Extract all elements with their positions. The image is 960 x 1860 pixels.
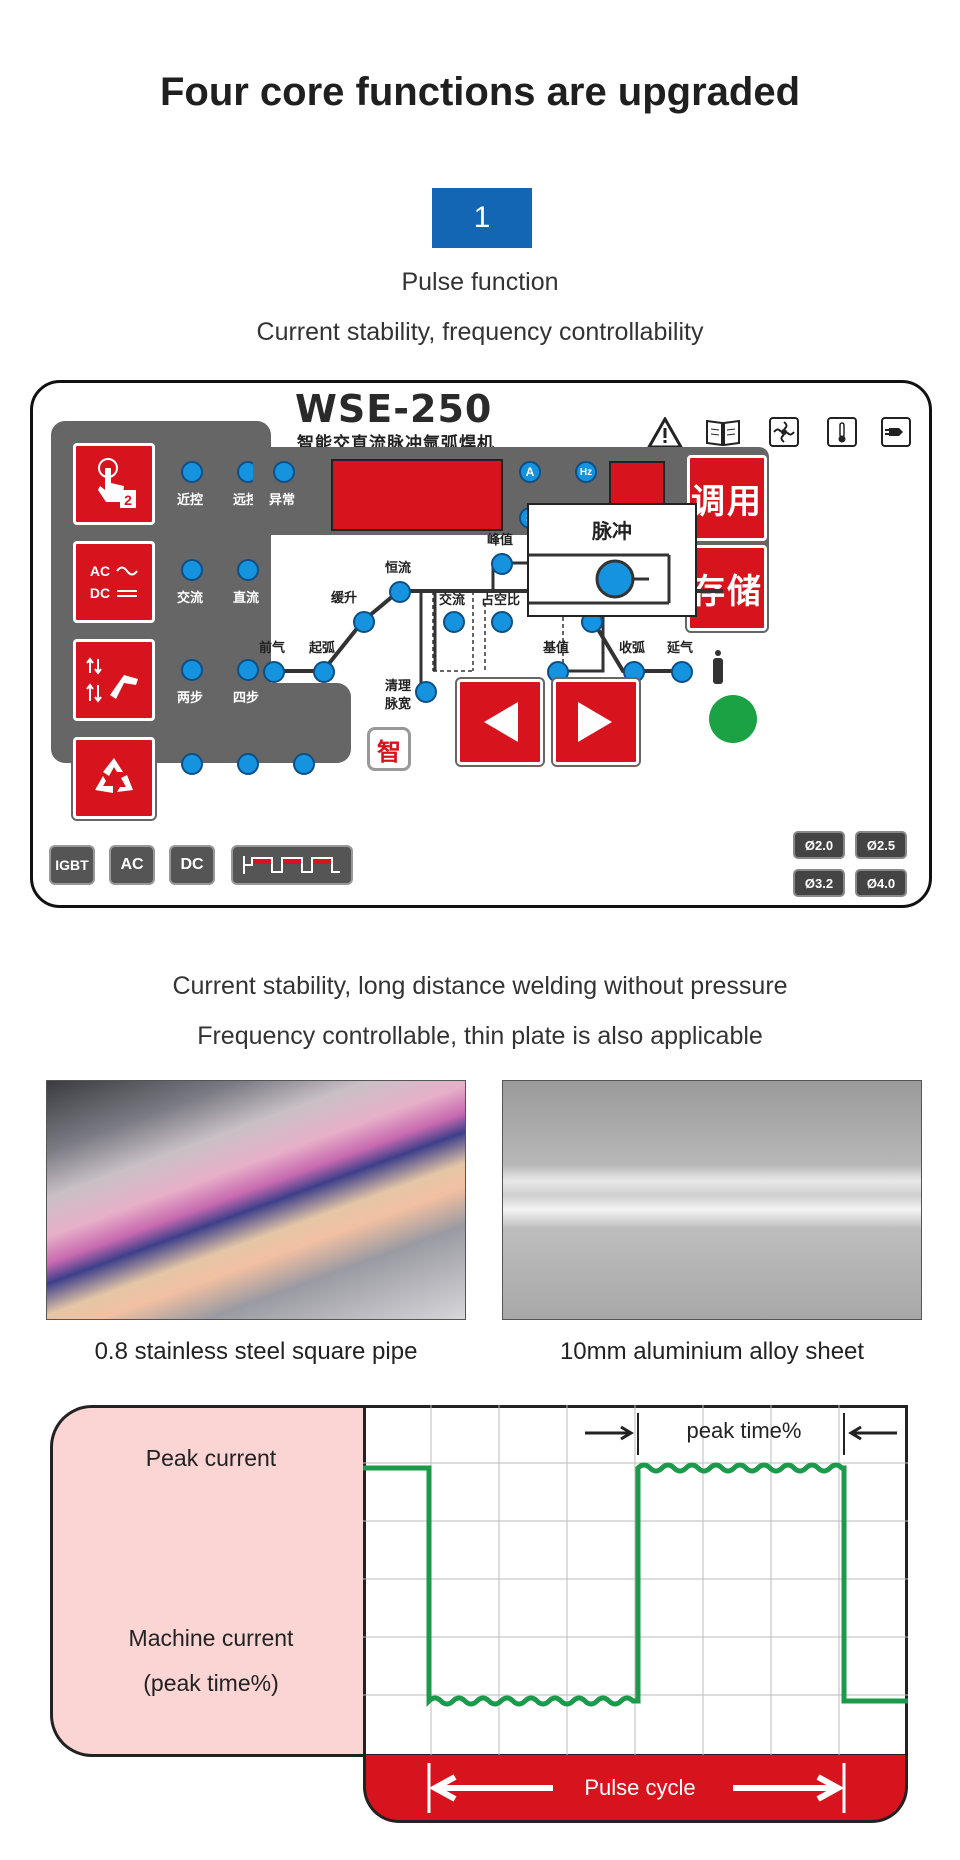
clean-width-led	[415, 681, 437, 703]
two-step-led	[181, 659, 203, 681]
post-gas-led	[671, 661, 693, 683]
step-number-badge: 1	[432, 188, 532, 248]
benefit-line-1: Current stability, long distance welding…	[172, 972, 788, 1000]
constant-current-label: 恒流	[177, 784, 204, 799]
ac-label: AC	[89, 563, 111, 579]
arc-end-label: 收弧	[619, 640, 646, 655]
diagram-label-area	[50, 1405, 366, 1757]
constant-label: 恒流	[385, 560, 412, 575]
photo-caption-2: 10mm aluminium alloy sheet	[559, 1338, 865, 1365]
pulse-waveform-grid	[363, 1405, 908, 1757]
page-headline: Four core functions are upgraded	[159, 70, 801, 114]
dc-led	[237, 559, 259, 581]
adjust-knob[interactable]	[709, 695, 757, 743]
unit-hz-indicator: Hz	[575, 461, 597, 483]
pulse-cycle-label: Pulse cycle	[584, 1775, 696, 1800]
ac-led	[181, 559, 203, 581]
store-button[interactable]: 存储	[687, 545, 767, 631]
ac-mode-label: 交流	[177, 590, 204, 605]
post-gas-label: 延气	[667, 640, 694, 655]
arc-start-label: 起弧	[309, 640, 336, 655]
torch-trigger-icon	[86, 657, 138, 703]
pulse-wave-tab	[231, 845, 353, 885]
four-step-led	[237, 659, 259, 681]
function-subtitle: Current stability, frequency controllabi…	[256, 318, 704, 346]
dc-tab: DC	[169, 845, 215, 885]
function-title: Pulse function	[401, 268, 559, 296]
duty-label: 占空比	[481, 592, 521, 607]
unit-a-indicator: A	[519, 461, 541, 483]
arrow-right-icon	[578, 702, 612, 742]
base-label: 基值	[543, 640, 570, 655]
dc-label: DC	[89, 585, 111, 601]
peak-time-label: peak time%	[686, 1418, 802, 1443]
pulse-wave-icon	[243, 856, 340, 874]
pulse-zoom-popup: 脉冲	[527, 503, 697, 617]
diameter-2-5-button[interactable]: Ø2.5	[855, 831, 907, 859]
thermometer-icon	[827, 417, 857, 452]
aluminium-weld-photo	[502, 1080, 922, 1320]
svg-text:2: 2	[124, 492, 132, 508]
arc-start-led	[313, 661, 335, 683]
peak-current-label: Peak current	[145, 1445, 277, 1471]
smart-mode-button[interactable]: 智	[367, 727, 411, 771]
ac-wave-icon	[116, 566, 138, 576]
pulse-cycle-arrows	[427, 1763, 846, 1813]
anomaly-label: 异常	[269, 492, 296, 507]
ac-dc-button[interactable]: AC DC	[73, 541, 155, 623]
remote-control-label: 远控	[233, 492, 260, 507]
stick-weld-label: 电焊	[289, 784, 316, 799]
dc-mode-label: 直流	[233, 590, 260, 605]
model-name: WSE-250	[295, 387, 493, 431]
photo-caption-1: 0.8 stainless steel square pipe	[94, 1338, 418, 1365]
remote-control-button[interactable]: 2	[73, 443, 155, 525]
ac-freq-label: 交流	[439, 592, 466, 607]
two-step-label: 两步	[177, 690, 204, 705]
duty-led	[491, 611, 513, 633]
output-plug-icon	[881, 417, 911, 452]
arrow-left-icon	[484, 702, 518, 742]
stainless-steel-weld-photo	[46, 1080, 466, 1320]
benefit-line-2: Frequency controllable, thin plate is al…	[197, 1022, 763, 1050]
dc-line-icon	[117, 590, 138, 597]
torch-mode-button[interactable]	[73, 639, 155, 721]
right-arrow-button[interactable]	[553, 679, 639, 765]
slow-rise-label: 缓升	[331, 590, 358, 605]
peak-label: 峰值	[487, 532, 514, 547]
manual-book-icon	[705, 417, 741, 452]
recycle-function-button[interactable]	[73, 737, 155, 819]
popup-pulse-label: 脉冲	[592, 521, 632, 543]
diameter-3-2-button[interactable]: Ø3.2	[793, 869, 845, 897]
popup-pulse-led-zoom	[529, 553, 671, 605]
gas-bottle-icon	[711, 649, 725, 690]
diameter-2-0-button[interactable]: Ø2.0	[793, 831, 845, 859]
pre-gas-led	[263, 661, 285, 683]
machine-current-sub-label: (peak time%)	[143, 1670, 279, 1696]
clean-label: 清理	[385, 678, 412, 693]
recall-button[interactable]: 调用	[687, 455, 767, 541]
left-arrow-button[interactable]	[457, 679, 543, 765]
pulse-label: 脉冲	[233, 784, 260, 799]
welder-control-panel: WSE-250 智能交直流脉冲氩弧焊机 2 AC DC 近	[30, 380, 932, 908]
igbt-tab: IGBT	[49, 845, 95, 885]
near-control-label: 近控	[177, 492, 204, 507]
recycle-icon	[95, 758, 133, 793]
anomaly-led	[273, 461, 295, 483]
pulse-width-label: 脉宽	[385, 696, 412, 711]
pulse-led	[237, 753, 259, 775]
fan-icon	[769, 417, 799, 452]
slow-rise-led	[353, 611, 375, 633]
peak-led	[491, 553, 513, 575]
ac-freq-led	[443, 611, 465, 633]
current-display	[331, 459, 503, 531]
machine-current-label: Machine current	[128, 1625, 294, 1651]
pre-gas-label: 前气	[259, 640, 286, 655]
constant-current-led	[181, 753, 203, 775]
ac-tab: AC	[109, 845, 155, 885]
diameter-4-0-button[interactable]: Ø4.0	[855, 869, 907, 897]
stick-weld-led	[293, 753, 315, 775]
near-control-led	[181, 461, 203, 483]
four-step-label: 四步	[233, 690, 260, 705]
constant-led	[389, 581, 411, 603]
